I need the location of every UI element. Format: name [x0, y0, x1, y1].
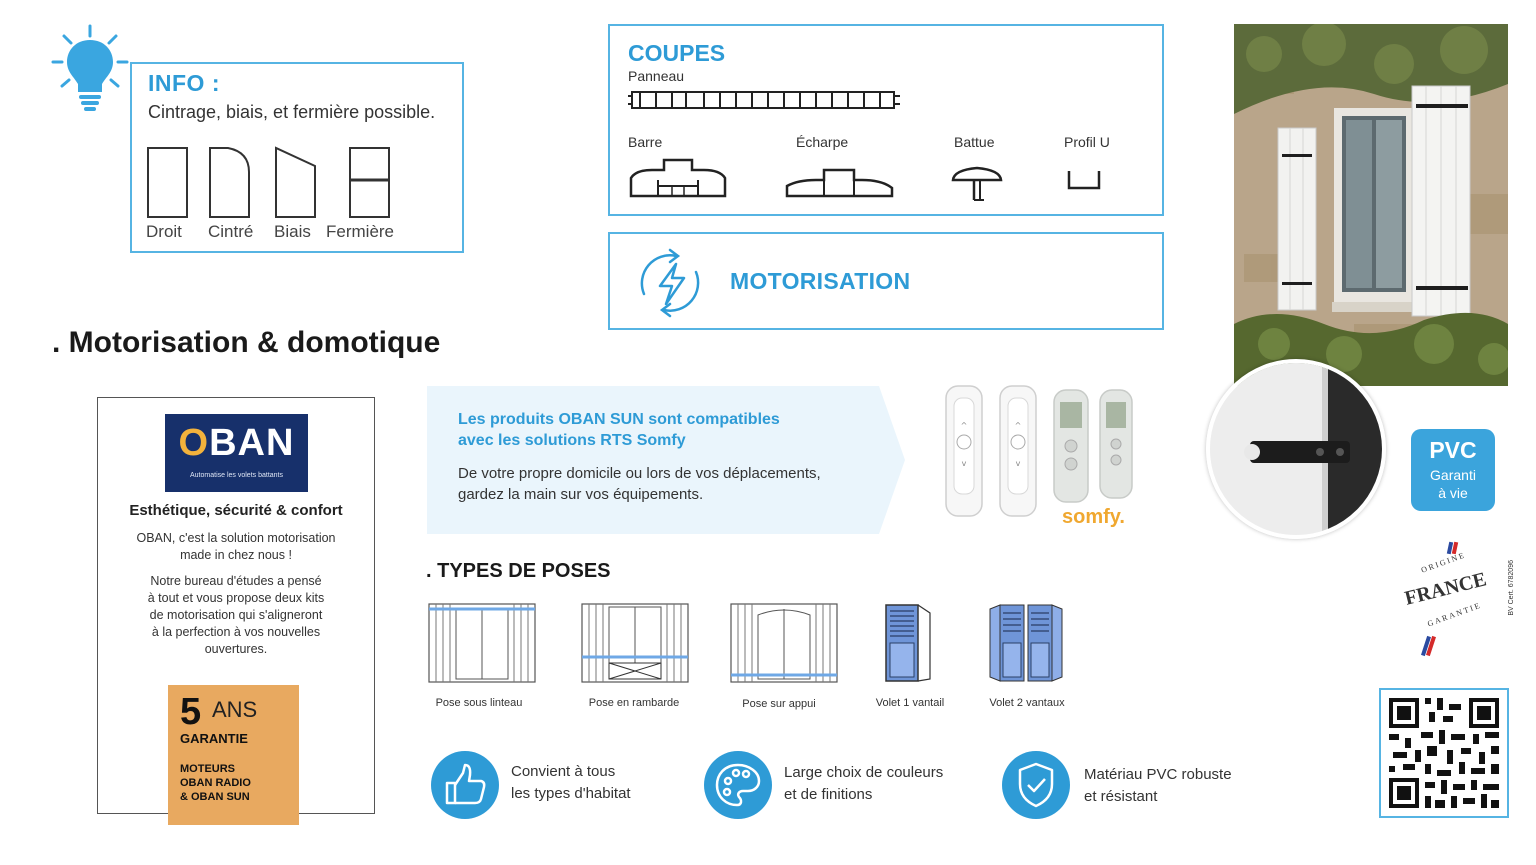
pose-label-2-vantaux: Volet 2 vantaux — [989, 697, 1065, 709]
thumbs-up-icon — [431, 751, 499, 819]
biais-shape-icon — [275, 146, 316, 218]
profile-label-echarpe: Écharpe — [796, 134, 849, 150]
barre-profile-icon — [629, 158, 727, 198]
pose-sous-linteau-icon — [428, 603, 536, 683]
feature-text-3-line2: et résistant — [1084, 788, 1158, 805]
somfy-remotes-image: ^ v ^ v — [945, 385, 1133, 517]
banner-title-line2: avec les solutions RTS Somfy — [458, 432, 686, 449]
oban-logo: OBAN Automatise les volets battants — [165, 414, 308, 492]
somfy-banner: Les produits OBAN SUN sont compatibles a… — [427, 386, 907, 534]
pvc-badge-line2: à vie — [1438, 485, 1468, 501]
volet-2-vantaux-icon — [989, 604, 1063, 682]
droit-shape-icon — [147, 147, 188, 218]
feature-text-1-line1: Convient à tous — [511, 763, 616, 780]
warranty-line3: & OBAN SUN — [180, 791, 250, 803]
svg-text:v: v — [962, 459, 967, 468]
palette-icon — [704, 751, 772, 819]
lightbulb-icon — [50, 22, 130, 118]
svg-text:v: v — [1016, 459, 1021, 468]
svg-text:^: ^ — [961, 421, 968, 430]
origine-france-seal: ORIGINE FRANCE GARANTIE — [1398, 540, 1502, 660]
panneau-profile-icon — [628, 91, 900, 109]
cintre-shape-icon — [209, 147, 250, 218]
oban-heading: Esthétique, sécurité & confort — [129, 502, 343, 519]
feature-text-2-line2: et de finitions — [784, 786, 873, 803]
somfy-logo: somfy. — [1062, 506, 1125, 528]
oban-card: OBAN Automatise les volets battants Esth… — [97, 397, 375, 825]
coupes-subtitle: Panneau — [628, 68, 685, 84]
shape-label-fermiere: Fermière — [326, 222, 395, 241]
shape-label-biais: Biais — [274, 222, 311, 241]
pose-label-sur-appui: Pose sur appui — [742, 698, 816, 710]
pvc-badge-line1: Garanti — [1430, 467, 1476, 483]
banner-text-line1: De votre propre domicile ou lors de vos … — [458, 465, 821, 482]
house-shutter-photo — [1234, 24, 1508, 386]
poses-heading: . TYPES DE POSES — [426, 560, 611, 582]
motorisation-panel: MOTORISATION — [608, 232, 1164, 330]
shape-label-cintre: Cintré — [208, 222, 254, 241]
profil-u-icon — [1067, 171, 1101, 190]
fermiere-shape-icon — [349, 147, 390, 218]
oban-para2-line1: Notre bureau d'études a pensé — [150, 574, 322, 588]
oban-para2-line3: de motorisation qui s'aligneront — [149, 608, 323, 622]
pose-label-rambarde: Pose en rambarde — [588, 697, 680, 709]
qr-code[interactable] — [1379, 688, 1509, 818]
feature-text-1-line2: les types d'habitat — [511, 785, 631, 802]
feature-text-3-line1: Matériau PVC robuste — [1084, 766, 1232, 783]
feature-text-2-line1: Large choix de couleurs — [784, 764, 944, 781]
shape-label-droit: Droit — [146, 222, 182, 241]
oban-logo-text: OBAN — [178, 422, 295, 464]
banner-text-line2: gardez la main sur vos équipements. — [458, 486, 704, 503]
oban-para2-line5: ouvertures. — [204, 642, 268, 656]
warranty-number: 5 — [180, 691, 202, 733]
echarpe-profile-icon — [785, 168, 894, 198]
pvc-badge-title: PVC — [1429, 437, 1477, 463]
shield-check-icon — [1002, 751, 1070, 819]
warranty-label: GARANTIE — [180, 731, 248, 746]
warranty-badge: 5 ANS GARANTIE MOTEURS OBAN RADIO & OBAN… — [168, 685, 299, 825]
pose-sur-appui-icon — [730, 603, 838, 683]
info-title: INFO : — [148, 70, 220, 96]
pose-label-sous-linteau: Pose sous linteau — [435, 697, 523, 709]
coupes-panel: COUPES Panneau Barre Écharpe Battue Prof… — [608, 24, 1164, 216]
hinge-detail-photo — [1206, 359, 1386, 539]
warranty-line1: MOTEURS — [180, 763, 235, 775]
battue-profile-icon — [951, 166, 1003, 201]
section-heading: . Motorisation & domotique — [52, 326, 441, 359]
oban-logo-o: O — [178, 422, 210, 464]
oban-para2-line2: à tout et vous propose deux kits — [147, 591, 325, 605]
profile-label-profil-u: Profil U — [1064, 134, 1110, 150]
profile-label-battue: Battue — [954, 134, 995, 150]
info-panel: INFO : Cintrage, biais, et fermière poss… — [130, 62, 464, 253]
banner-title-line1: Les produits OBAN SUN sont compatibles — [458, 411, 780, 428]
warranty-unit: ANS — [212, 697, 258, 722]
oban-para2-line4: à la perfection à vos nouvelles — [151, 625, 321, 639]
profile-label-barre: Barre — [628, 134, 663, 150]
warranty-line2: OBAN RADIO — [180, 777, 251, 789]
oban-logo-tagline: Automatise les volets battants — [190, 472, 283, 479]
motor-lightning-icon — [640, 248, 700, 318]
motorisation-title: MOTORISATION — [730, 268, 911, 294]
info-text: Cintrage, biais, et fermière possible. — [148, 102, 436, 122]
certification-text: BV Cert. 6782096 — [1508, 560, 1515, 616]
oban-para1-line2: made in chez nous ! — [180, 548, 292, 562]
volet-1-vantail-icon — [885, 604, 931, 682]
coupes-title: COUPES — [628, 40, 726, 66]
oban-para1-line1: OBAN, c'est la solution motorisation — [136, 531, 336, 545]
pvc-guarantee-badge: PVC Garanti à vie — [1411, 429, 1495, 511]
pose-en-rambarde-icon — [581, 603, 689, 683]
banner-arrow-shape — [427, 386, 905, 534]
svg-text:^: ^ — [1015, 421, 1022, 430]
pose-label-1-vantail: Volet 1 vantail — [875, 697, 945, 709]
